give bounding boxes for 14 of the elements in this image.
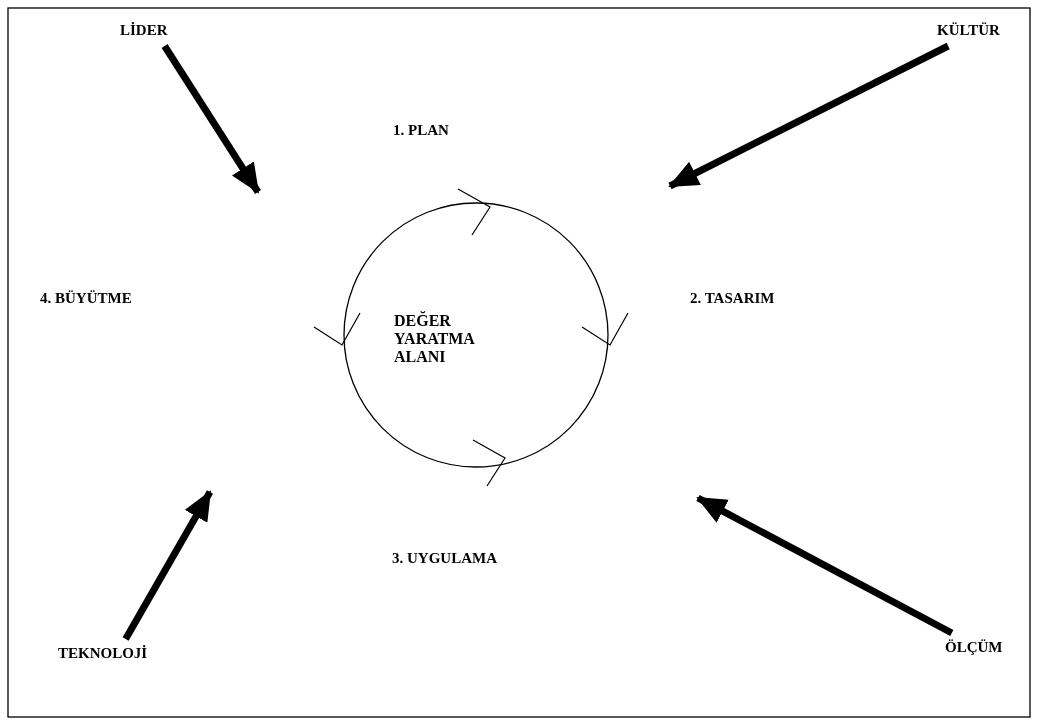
stage-label: 4. BÜYÜTME (40, 289, 132, 308)
center-label: DEĞER YARATMA ALANI (394, 312, 476, 366)
factor-label: LİDER (120, 20, 190, 40)
factor-label: TEKNOLOJİ (58, 643, 176, 663)
stage-label: 1. PLAN (393, 121, 449, 140)
factor-label: KÜLTÜR (937, 20, 1019, 40)
factor-label: ÖLÇÜM (945, 637, 1015, 657)
arrow (668, 42, 950, 190)
arrow (161, 44, 261, 194)
cycle-circle (343, 202, 609, 468)
stage-label: 2. TASARIM (690, 289, 775, 308)
arrow (122, 490, 214, 641)
stage-label: 3. UYGULAMA (392, 549, 497, 568)
arrow (696, 494, 954, 637)
